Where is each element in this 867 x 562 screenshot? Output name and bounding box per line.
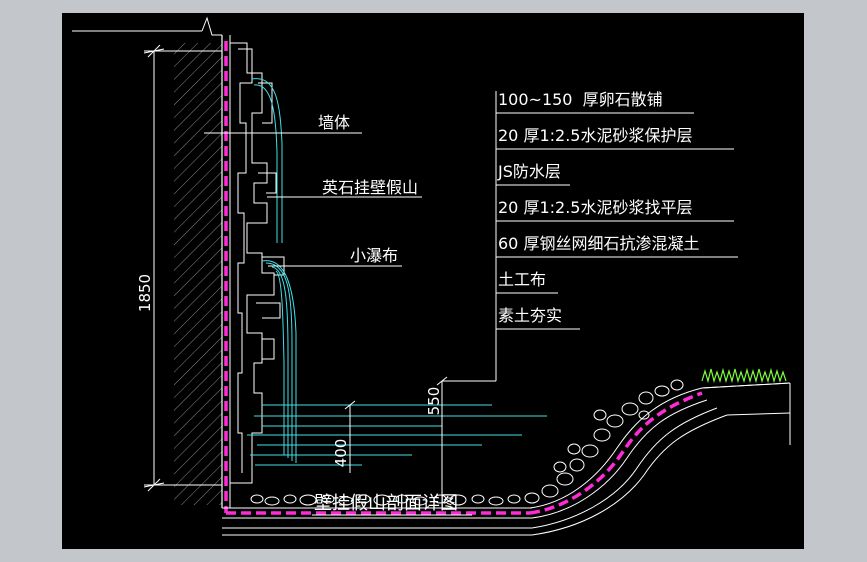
label-waterfall: 小瀑布 <box>350 246 398 265</box>
pond-base <box>222 382 791 536</box>
drawing-title: 壁挂假山剖面详图 <box>314 493 458 514</box>
rockery-stones <box>230 42 285 484</box>
dim-pond-depth: 550 <box>425 387 443 416</box>
pebbles <box>250 379 684 506</box>
layer-callout <box>442 91 738 382</box>
section-drawing: 墙体 英石挂壁假山 小瀑布 100~150 厚卵石散铺 20 厚1:2.5水泥砂… <box>72 16 791 536</box>
layer-4: 20 厚1:2.5水泥砂浆找平层 <box>498 198 692 217</box>
wall-hatch <box>72 16 231 508</box>
label-wall: 墙体 <box>318 113 350 132</box>
layer-7: 素土夯实 <box>498 306 562 325</box>
waterproof-membrane <box>224 41 703 515</box>
dim-water-depth: 400 <box>332 439 350 468</box>
layer-6: 土工布 <box>498 270 546 289</box>
layer-1: 100~150 厚卵石散铺 <box>498 90 663 109</box>
dim-height: 1850 <box>136 274 154 312</box>
layer-3: JS防水层 <box>497 162 561 181</box>
water <box>247 78 547 466</box>
cad-canvas: 墙体 英石挂壁假山 小瀑布 100~150 厚卵石散铺 20 厚1:2.5水泥砂… <box>62 13 804 549</box>
grass <box>701 367 787 384</box>
leader-lines <box>204 132 422 267</box>
dimension-lines <box>143 44 448 503</box>
label-rockery: 英石挂壁假山 <box>322 178 418 197</box>
layer-5: 60 厚钢丝网细石抗渗混凝土 <box>498 234 699 253</box>
layer-2: 20 厚1:2.5水泥砂浆保护层 <box>498 126 692 145</box>
